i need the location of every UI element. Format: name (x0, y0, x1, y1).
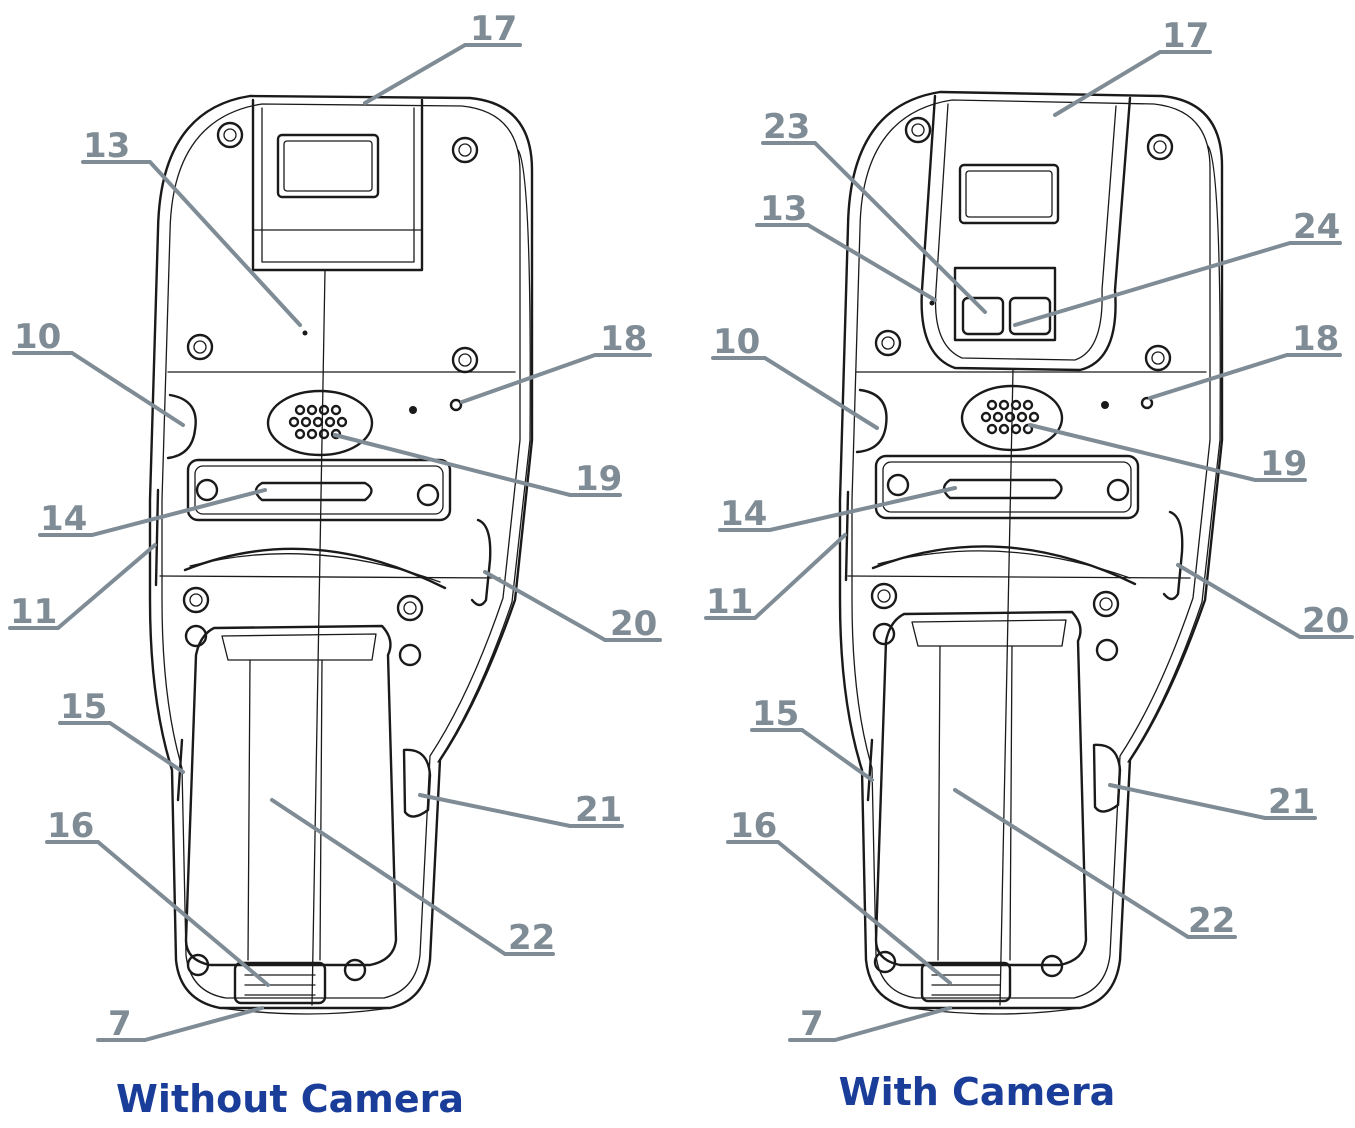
callout-label: 14 (40, 499, 87, 539)
callout-label: 16 (730, 806, 777, 846)
callout-23-right: 23 (761, 107, 987, 314)
callout-label: 21 (1268, 782, 1315, 822)
callout-label: 16 (47, 806, 94, 846)
callout-label: 13 (760, 189, 807, 229)
callout-21-right: 21 (1108, 782, 1317, 822)
callout-label: 14 (720, 494, 767, 534)
callout-13-right: 13 (755, 189, 937, 302)
callout-19-left: 19 (333, 433, 622, 499)
caption-with-camera: With Camera (839, 1070, 1116, 1114)
callout-label: 23 (763, 107, 810, 147)
callout-22-left: 22 (270, 798, 555, 958)
callout-label: 20 (610, 604, 657, 644)
callout-label: 7 (800, 1004, 824, 1044)
callout-7-left: 7 (96, 1004, 264, 1044)
callout-24-right: 24 (1013, 207, 1342, 327)
callout-label: 18 (600, 319, 647, 359)
callout-label: 15 (60, 687, 107, 727)
callout-10-right: 10 (711, 322, 879, 430)
callout-19-right: 19 (1028, 423, 1307, 484)
callout-label: 7 (108, 1004, 132, 1044)
callout-18-left: 18 (460, 319, 652, 404)
callout-14-right: 14 (718, 486, 957, 534)
callout-20-right: 20 (1176, 563, 1354, 641)
callout-10-left: 10 (12, 317, 185, 427)
callout-22-right: 22 (953, 788, 1237, 941)
callout-label: 11 (10, 592, 57, 632)
callout-11-right: 11 (704, 533, 847, 622)
callout-label: 17 (1162, 16, 1209, 56)
callout-7-right: 7 (788, 1004, 952, 1044)
callout-label: 11 (706, 582, 753, 622)
callout-label: 19 (1260, 444, 1307, 484)
device-without-camera (148, 94, 534, 1015)
callout-20-left: 20 (483, 570, 662, 644)
callout-17-left: 17 (363, 9, 522, 105)
callout-label: 10 (713, 322, 760, 362)
left-callouts: 17 13 10 18 19 14 11 20 (8, 9, 662, 1044)
callout-label: 21 (575, 790, 622, 830)
callout-21-left: 21 (418, 790, 624, 830)
callout-label: 13 (83, 126, 130, 166)
callout-14-left: 14 (38, 488, 267, 539)
callout-label: 19 (575, 459, 622, 499)
callout-label: 15 (752, 694, 799, 734)
callout-label: 17 (470, 9, 517, 49)
callout-label: 18 (1292, 319, 1339, 359)
device-with-camera (838, 90, 1224, 1015)
callout-17-right: 17 (1053, 16, 1212, 117)
callout-18-right: 18 (1148, 319, 1342, 400)
callout-label: 22 (1188, 901, 1235, 941)
callout-15-right: 15 (750, 694, 874, 782)
callout-11-left: 11 (8, 543, 157, 632)
callout-label: 20 (1302, 601, 1349, 641)
callout-16-right: 16 (726, 806, 952, 985)
callout-13-left: 13 (81, 126, 302, 327)
callout-16-left: 16 (45, 806, 270, 987)
callout-label: 24 (1293, 207, 1340, 247)
right-callouts: 17 23 13 24 10 18 19 14 (704, 16, 1354, 1044)
callout-label: 10 (14, 317, 61, 357)
caption-without-camera: Without Camera (116, 1077, 464, 1121)
callout-label: 22 (508, 918, 555, 958)
callout-15-left: 15 (58, 687, 185, 774)
